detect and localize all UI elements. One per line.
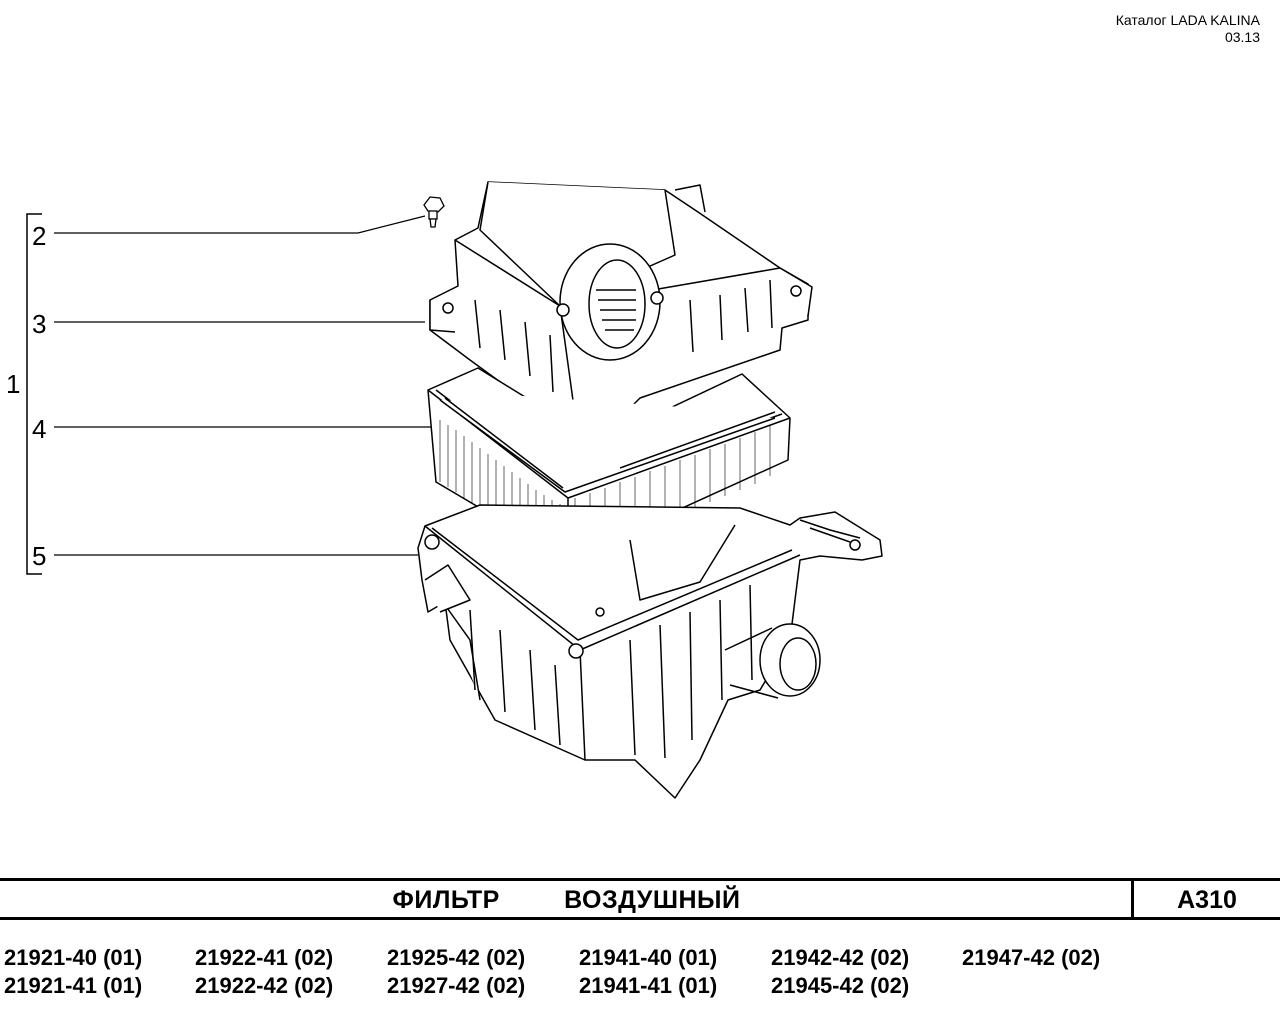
- callout-4: 4: [32, 414, 46, 444]
- model-column: 21947-42 (02): [962, 944, 1152, 972]
- catalog-header: Каталог LADA KALINA 03.13: [1116, 12, 1260, 46]
- model-column: 21921-40 (01) 21921-41 (01): [4, 944, 194, 1000]
- model-code: 21941-40 (01): [579, 945, 718, 970]
- model-column: 21941-40 (01) 21941-41 (01): [579, 944, 769, 1000]
- model-column: 21922-41 (02) 21922-42 (02): [195, 944, 385, 1000]
- model-code: 21945-42 (02): [771, 973, 910, 998]
- model-column: 21925-42 (02) 21927-42 (02): [387, 944, 577, 1000]
- screw-part: [423, 196, 445, 228]
- filter-cover-part: [429, 181, 813, 441]
- catalog-date: 03.13: [1224, 29, 1260, 45]
- model-code: 21941-41 (01): [579, 973, 718, 998]
- model-column: 21942-42 (02) 21945-42 (02): [771, 944, 961, 1000]
- title-bar: ФИЛЬТР ВОЗДУШНЫЙ А310: [0, 878, 1280, 920]
- title-divider: [1131, 881, 1134, 917]
- catalog-name: Каталог LADA KALINA: [1115, 12, 1260, 28]
- model-code: 21925-42 (02): [387, 945, 526, 970]
- callout-5: 5: [32, 541, 46, 571]
- callout-3: 3: [32, 309, 46, 339]
- model-code: 21947-42 (02): [962, 945, 1101, 970]
- exploded-view-illustration: 1 2 3 4 5: [6, 181, 883, 799]
- model-code: 21922-42 (02): [195, 973, 334, 998]
- callout-1: 1: [6, 369, 20, 399]
- model-code: 21922-41 (02): [195, 945, 334, 970]
- model-code: 21921-40 (01): [4, 945, 143, 970]
- filter-housing-part: [417, 504, 883, 799]
- model-code: 21927-42 (02): [387, 973, 526, 998]
- leader-lines: [54, 215, 440, 556]
- callout-2: 2: [32, 221, 46, 251]
- page-title: ФИЛЬТР ВОЗДУШНЫЙ: [392, 886, 741, 914]
- page-code: А310: [1177, 886, 1237, 914]
- model-code: 21942-42 (02): [771, 945, 910, 970]
- model-code: 21921-41 (01): [4, 973, 143, 998]
- group-bracket: [26, 213, 42, 575]
